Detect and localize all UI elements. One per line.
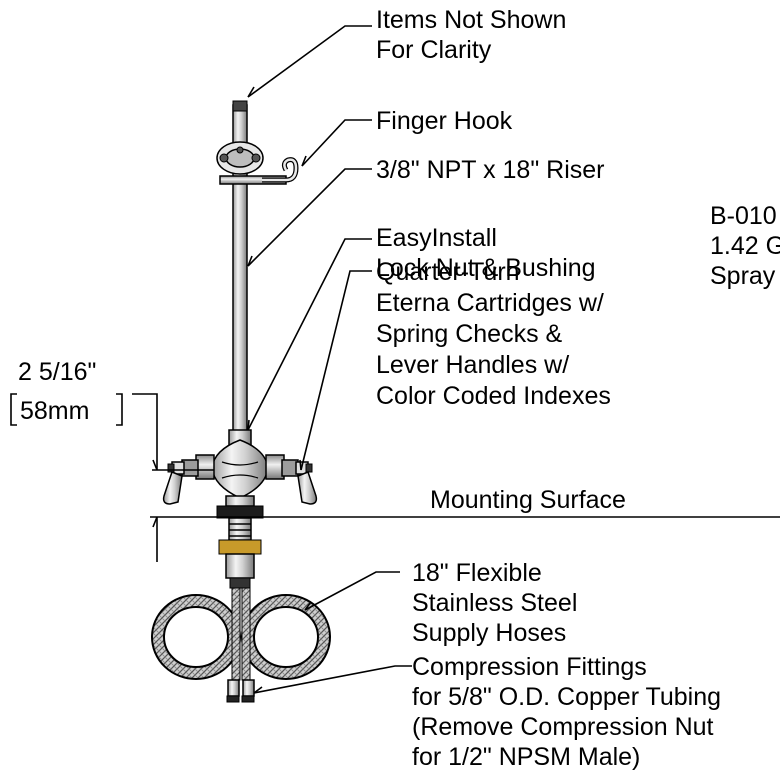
label-cartridge-3: Lever Handles w/ (376, 351, 569, 379)
riser-cap (232, 100, 248, 112)
valve-body (162, 429, 318, 519)
label-mounting-surface: Mounting Surface (430, 486, 626, 514)
label-cartridge-4: Color Coded Indexes (376, 382, 611, 410)
label-hoses-3: Supply Hoses (412, 619, 566, 647)
dimension-metric: 58mm (20, 397, 89, 425)
label-fittings-3: (Remove Compression Nut (412, 713, 714, 741)
label-spray-note-2: 1.42 G (710, 232, 780, 260)
label-spray-note-1: B-010 (710, 202, 777, 230)
label-finger-hook: Finger Hook (376, 107, 513, 135)
label-hoses-2: Stainless Steel (412, 589, 577, 617)
label-fittings-2: for 5/8" O.D. Copper Tubing (412, 683, 721, 711)
dimension-callout (10, 393, 214, 562)
shank (218, 517, 262, 589)
label-fittings-1: Compression Fittings (412, 653, 647, 681)
other-labels: Mounting Surface 18" Flexible Stainless … (18, 202, 780, 771)
faucet-assembly (151, 100, 331, 703)
label-items-not-shown-2: For Clarity (376, 36, 492, 64)
label-cartridge-1: Eterna Cartridges w/ (376, 289, 604, 317)
label-lock-nut-1: EasyInstall (376, 224, 497, 252)
label-cartridge-0: Quarter-Turn (376, 258, 520, 286)
finger-hook-part (216, 141, 299, 185)
label-riser: 3/8" NPT x 18" Riser (376, 156, 604, 184)
callout-labels: Items Not Shown For Clarity Finger Hook … (376, 6, 604, 282)
label-hoses-1: 18" Flexible (412, 559, 542, 587)
cartridge-labels: Quarter-Turn Eterna Cartridges w/ Spring… (376, 258, 611, 410)
dimension-imperial: 2 5/16" (18, 358, 96, 386)
label-spray-note-3: Spray (710, 262, 776, 290)
label-items-not-shown-1: Items Not Shown (376, 6, 566, 34)
leader-lines (247, 25, 412, 694)
label-lock-nut-2: Lock Nut & Bushing (376, 254, 596, 282)
label-cartridge-2: Spring Checks & (376, 320, 563, 348)
label-fittings-4: for 1/2" NPSM Male) (412, 743, 640, 771)
supply-hoses (151, 587, 331, 703)
